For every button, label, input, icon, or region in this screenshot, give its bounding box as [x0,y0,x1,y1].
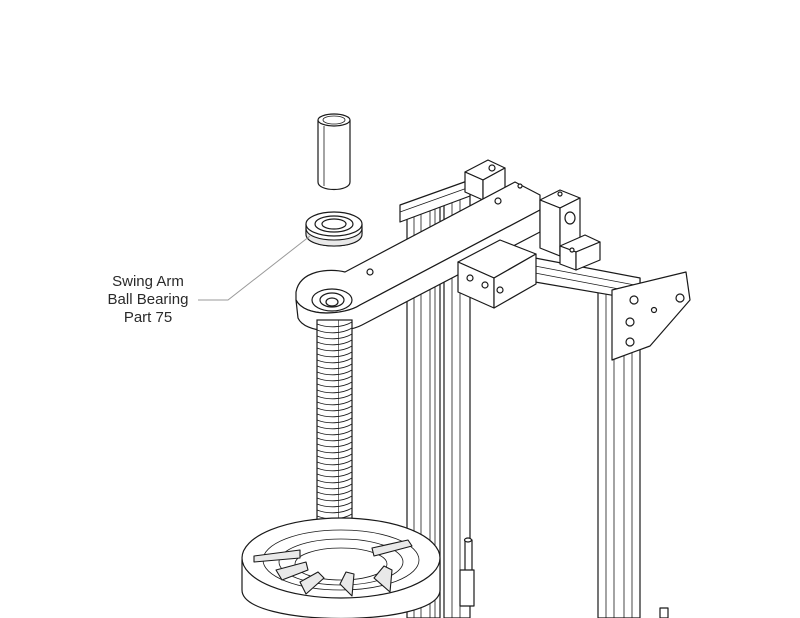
bearing-callout-label: Swing Arm Ball Bearing Part 75 [84,273,212,327]
callout-line-2: Ball Bearing [107,291,189,308]
ball-bearing-part [305,211,363,247]
pivot-post-block [539,189,601,271]
base-disc [241,517,441,618]
sleeve-tube [317,113,351,191]
callout-line-1: Swing Arm [112,273,184,290]
callout-leader-line [198,235,311,301]
side-plate [611,271,691,361]
limit-pin [459,537,669,618]
callout-line-3: Part 75 [123,309,173,326]
arm-clamp-block [457,239,537,309]
